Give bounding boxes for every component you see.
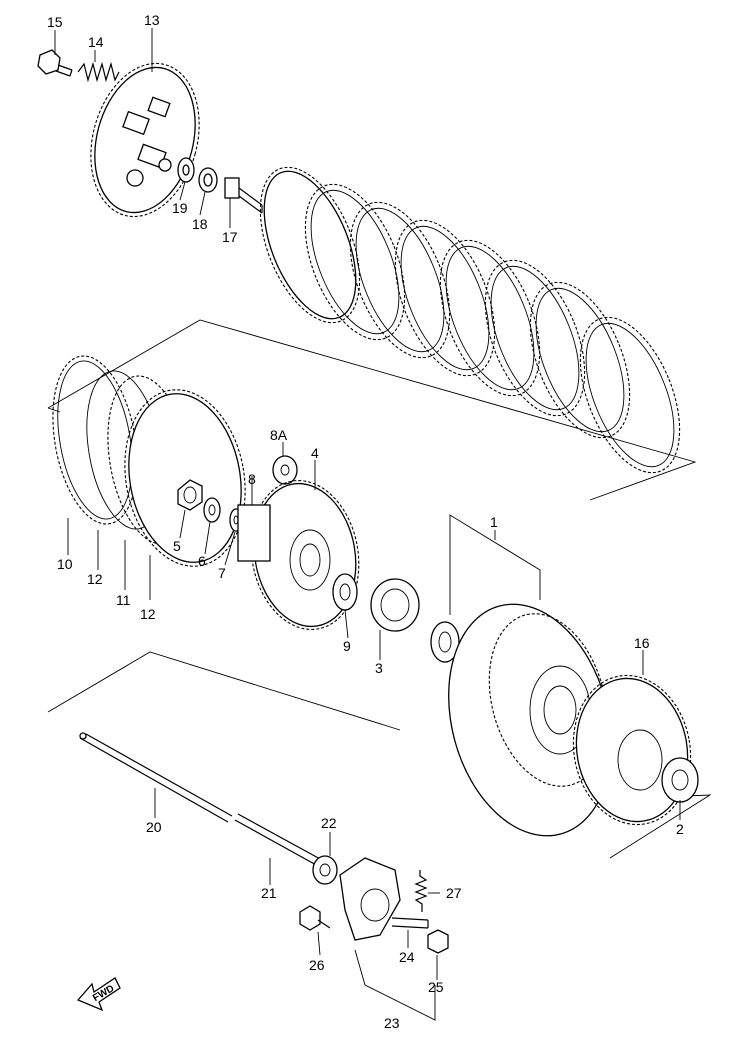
clutch-release-cam bbox=[339, 857, 401, 941]
left-plate-stack bbox=[52, 355, 246, 567]
callout-21: 21 bbox=[261, 885, 277, 901]
callout-1: 1 bbox=[490, 514, 498, 530]
bearing bbox=[198, 167, 218, 193]
fwd-label: FWD bbox=[91, 983, 116, 1004]
fwd-arrow-icon: FWD bbox=[76, 977, 121, 1012]
pressure-plate bbox=[90, 62, 200, 218]
callout-25: 25 bbox=[428, 979, 444, 995]
callout-12b: 12 bbox=[140, 606, 156, 622]
callout-10: 10 bbox=[57, 556, 73, 572]
release-cam-bracket bbox=[354, 949, 436, 1021]
callout-16: 16 bbox=[634, 635, 650, 651]
end-washer bbox=[661, 757, 699, 803]
callout-8: 8 bbox=[248, 471, 256, 487]
callout-20: 20 bbox=[146, 819, 162, 835]
callout-11: 11 bbox=[116, 592, 131, 608]
washer bbox=[177, 157, 195, 183]
oil-seal bbox=[312, 855, 338, 885]
return-spring bbox=[414, 870, 428, 912]
clutch-spring bbox=[77, 61, 120, 83]
push-piece bbox=[224, 177, 263, 214]
clutch-sleeve-hub bbox=[237, 480, 360, 630]
leader-lines bbox=[54, 28, 681, 980]
spacer bbox=[430, 621, 460, 663]
pressure-plate-bolt bbox=[37, 49, 73, 77]
callout-5: 5 bbox=[173, 538, 181, 554]
clutch-hub-nut bbox=[177, 479, 203, 511]
callout-14: 14 bbox=[88, 34, 104, 50]
callout-15: 15 bbox=[47, 14, 63, 30]
needle-bearing bbox=[370, 578, 420, 632]
callout-6: 6 bbox=[198, 553, 206, 569]
callout-3: 3 bbox=[375, 660, 383, 676]
callout-2: 2 bbox=[676, 821, 684, 837]
callout-18: 18 bbox=[192, 216, 208, 232]
callout-9: 9 bbox=[343, 638, 351, 654]
spline-washer bbox=[272, 455, 298, 485]
oil-pump-drive-gear bbox=[572, 674, 692, 826]
callout-26: 26 bbox=[309, 957, 325, 973]
callout-23: 23 bbox=[384, 1015, 400, 1031]
push-rod-short bbox=[234, 813, 323, 867]
callout-22: 22 bbox=[321, 815, 337, 831]
callout-24: 24 bbox=[399, 949, 415, 965]
callout-8A: 8A bbox=[270, 427, 288, 443]
push-rod-long bbox=[79, 732, 233, 823]
callout-labels: 15 14 13 19 18 17 8A 8 4 10 12 11 12 5 6… bbox=[47, 12, 684, 1031]
callout-27: 27 bbox=[446, 885, 462, 901]
callout-4: 4 bbox=[311, 445, 319, 461]
callout-13: 13 bbox=[144, 12, 160, 28]
callout-12a: 12 bbox=[87, 571, 103, 587]
lock-nut bbox=[427, 929, 449, 954]
lock-washer bbox=[203, 497, 221, 523]
callout-17: 17 bbox=[222, 229, 238, 245]
adjust-screw bbox=[391, 917, 429, 929]
mounting-bolt bbox=[299, 905, 331, 931]
callout-7: 7 bbox=[218, 565, 226, 581]
clutch-plate-stack bbox=[259, 166, 681, 474]
callout-19: 19 bbox=[172, 200, 188, 216]
hub-washer bbox=[332, 573, 358, 611]
